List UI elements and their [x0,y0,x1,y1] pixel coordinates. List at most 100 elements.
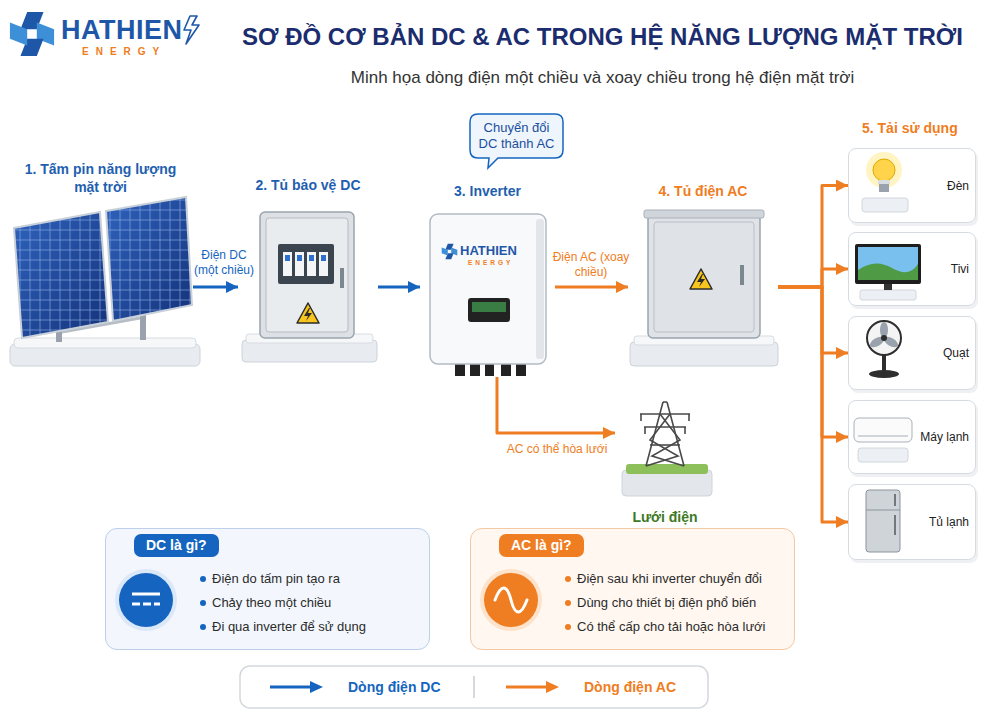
load-card: Tủ lạnh [848,484,976,560]
fridge-icon [894,515,896,535]
load-card-background [848,148,978,563]
diagram-caption: Minh họa dòng điện một chiều và xoay chi… [210,67,995,89]
info-box-background [105,528,795,650]
info-box: DC là gì? Điện do tấm pin tạo ra Chảy theo… [105,528,430,650]
dc-box-illustration [283,252,292,276]
legend-box [240,666,708,708]
callout-bubble-shape [470,114,563,168]
fan-icon [869,370,899,378]
load-card-background [848,484,976,560]
logo-icon [184,16,199,44]
dc-symbol [115,569,177,631]
fridge-icon [894,494,896,506]
solar-panel-illustration [14,212,108,338]
dc-box-illustration [321,255,326,261]
inverter-illustration [442,244,458,260]
load-card: Quạt [848,316,976,390]
dc-box-illustration [260,212,354,338]
inverter-illustration [501,364,511,376]
ac-symbol [484,573,538,627]
load-card-background [848,148,976,223]
solar-panel-illustration [106,197,192,321]
legend-text: Dòng điện AC [584,679,676,695]
info-box-background [470,528,795,650]
power-grid-illustration [640,402,690,466]
ac-panel: 4. Tủ điện AC [628,182,778,368]
load-card: Máy lạnh [848,400,976,474]
inverter-illustration [485,364,494,376]
bullet-text: Có thể cấp cho tải hoặc hòa lưới [563,619,788,635]
logo-tagline: ENERGY [82,46,166,58]
card-label: Đèn [947,179,969,193]
air-conditioner-icon [854,418,912,462]
inverter-illustration [516,364,526,376]
legend-sample [506,680,560,694]
legend-sample-head [546,681,559,693]
comp-label: 4. Tủ điện AC [659,182,748,200]
callout-bubble-shape [470,114,563,168]
card-label: Quạt [943,346,969,360]
tv-icon [860,290,916,300]
lamp-icon [879,184,889,192]
ac-symbol [495,588,527,612]
bullet-text: Chảy theo một chiều [198,595,423,611]
info-heading: DC là gì? [134,534,219,557]
fan-icon [881,335,887,341]
bullet-list: Điện sau khi inverter chuyển đổiDùng cho… [563,571,788,635]
solar-panel-illustration [14,338,196,348]
logo-wordmark: HATHIEN [61,14,183,46]
inverter-illustration [430,214,546,376]
dc-box-illustration [242,212,377,362]
card-label: Máy lạnh [920,430,969,444]
tv-icon [884,284,892,290]
dc-box-illustration [309,255,314,261]
dc-protection-box: 2. Tủ bảo vệ DC [238,176,378,364]
power-grid-illustration [626,464,708,474]
power-grid-illustration [650,444,680,446]
bullet-text: Điện do tấm pin tạo ra [198,571,423,587]
dc-symbol [119,573,173,627]
legend-sample-head [310,681,323,693]
power-grid-illustration [646,414,684,466]
dc-symbol [115,569,177,631]
tv-icon [858,263,918,280]
flow-connector [778,287,848,522]
lamp-icon [862,152,908,212]
comp-label: 2. Tủ bảo vệ DC [255,176,360,194]
tv-icon [855,244,921,284]
bullet-list: Điện do tấm pin tạo ra Chảy theo một chiề… [198,571,423,635]
flow-connector [497,377,615,433]
load-card: Đèn [848,148,976,223]
dc-box-illustration [340,268,344,288]
connector-label: Điện DC (một chiều) [188,248,260,278]
inverter-illustration [470,364,480,376]
flow-connector [778,186,848,288]
legend-box [473,676,475,698]
card-label: Tivi [951,262,969,276]
fridge-icon [866,490,900,552]
ac-panel-illustration [644,210,764,218]
ac-panel-illustration [630,342,778,366]
fan-icon [867,321,901,355]
lamp-icon [862,198,908,212]
connector-label: AC có thể hòa lưới [501,442,613,457]
flow-connector [778,287,848,437]
lamp-icon [866,152,902,188]
flow-connector [555,286,628,289]
info-heading: AC là gì? [499,534,584,557]
dc-box-illustration [307,252,316,276]
ac-panel-illustration [648,214,760,338]
legend-item: Dòng điện AC [506,676,676,698]
power-grid-illustration [622,402,712,496]
legend-sample-line [506,686,548,689]
dc-box-illustration [266,218,348,332]
ac-panel-illustration [654,222,754,332]
solar-panel: 1. Tấm pin năng lượng mặt trời [8,160,193,367]
flow-connector [193,286,238,289]
bullet-text: Dùng cho thiết bị điện phổ biến [563,595,788,611]
flow-connector [778,287,848,353]
load-card: Tivi [848,232,976,306]
